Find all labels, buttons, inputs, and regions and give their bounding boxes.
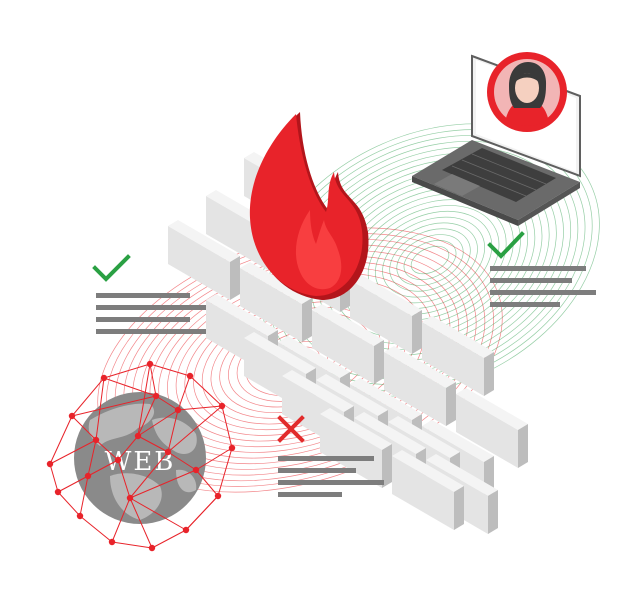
cross-icon <box>277 415 305 443</box>
wall-brick <box>422 316 494 396</box>
mesh-link <box>217 447 233 497</box>
mesh-node <box>134 432 142 440</box>
bottom-text-lines <box>278 456 384 497</box>
mesh-node <box>114 456 122 464</box>
mesh-link <box>195 447 233 471</box>
mesh-link <box>129 469 197 499</box>
mesh-link <box>137 395 157 437</box>
mesh-link <box>129 497 187 531</box>
mesh-link <box>87 439 97 477</box>
mesh-link <box>167 405 223 453</box>
wall-brick <box>392 450 464 530</box>
wall-brick <box>240 262 312 342</box>
mesh-link <box>129 451 169 499</box>
green-wave <box>403 240 457 280</box>
mesh-link <box>137 435 169 453</box>
wall-brick <box>312 304 384 384</box>
mesh-link <box>149 363 157 397</box>
mesh-node <box>182 526 190 534</box>
mesh-link <box>103 377 157 397</box>
mesh-node <box>126 494 134 502</box>
mesh-link <box>111 497 131 543</box>
mesh-node <box>174 406 182 414</box>
wall-brick <box>320 408 392 488</box>
mesh-link <box>137 363 151 437</box>
mesh-node <box>76 512 84 520</box>
mesh-node <box>218 402 226 410</box>
fire-icon <box>249 112 369 300</box>
mesh-node <box>164 448 172 456</box>
mesh-node <box>228 444 236 452</box>
mesh-node <box>192 466 200 474</box>
wall-brick <box>350 274 422 354</box>
mesh-link <box>155 395 179 411</box>
mesh-node <box>100 374 108 382</box>
mesh-link <box>71 377 105 417</box>
wall-brick <box>456 388 528 468</box>
mesh-link <box>57 491 81 517</box>
mesh-link <box>151 529 187 549</box>
check-icon <box>487 231 525 259</box>
mesh-node <box>54 488 62 496</box>
green-wave <box>382 222 478 298</box>
mesh-node <box>214 492 222 500</box>
mesh-link <box>167 409 179 453</box>
check-icon <box>92 254 131 282</box>
mesh-link <box>117 459 131 499</box>
mesh-node <box>68 412 76 420</box>
mesh-node <box>84 472 92 480</box>
mesh-node <box>46 460 54 468</box>
mesh-link <box>71 395 157 417</box>
green-wave <box>410 245 450 275</box>
user-avatar-icon <box>487 52 567 132</box>
globe-icon: WEB <box>74 392 206 524</box>
mesh-link <box>103 363 151 379</box>
mesh-link <box>185 495 219 531</box>
mesh-link <box>57 475 89 493</box>
mesh-node <box>108 538 116 546</box>
mesh-node <box>92 436 100 444</box>
wall-brick <box>384 346 456 426</box>
mesh-link <box>177 375 191 411</box>
mesh-node <box>152 392 160 400</box>
mesh-link <box>129 497 153 549</box>
wall-brick <box>168 220 240 300</box>
mesh-link <box>49 439 97 465</box>
mesh-link <box>137 409 179 437</box>
mesh-link <box>49 463 59 493</box>
mesh-link <box>95 439 119 461</box>
right-text-lines <box>490 266 596 307</box>
mesh-link <box>71 415 97 441</box>
green-wave <box>396 234 464 286</box>
mesh-link <box>195 469 219 497</box>
mesh-link <box>221 405 233 449</box>
mesh-link <box>79 475 89 517</box>
mesh-link <box>117 435 139 461</box>
mesh-link <box>167 451 197 471</box>
green-wave <box>389 228 471 292</box>
mesh-link <box>189 375 223 407</box>
green-wave <box>374 216 486 304</box>
left-text-lines <box>96 293 206 334</box>
mesh-link <box>49 415 73 465</box>
mesh-link <box>111 541 153 549</box>
mesh-node <box>148 544 156 552</box>
mesh-link <box>79 515 113 543</box>
mesh-link <box>87 459 119 477</box>
mesh-node <box>146 360 154 368</box>
mesh-link <box>149 363 191 377</box>
mesh-link <box>177 405 223 411</box>
network-mesh <box>49 363 233 549</box>
network-nodes <box>46 360 236 552</box>
mesh-node <box>186 372 194 380</box>
